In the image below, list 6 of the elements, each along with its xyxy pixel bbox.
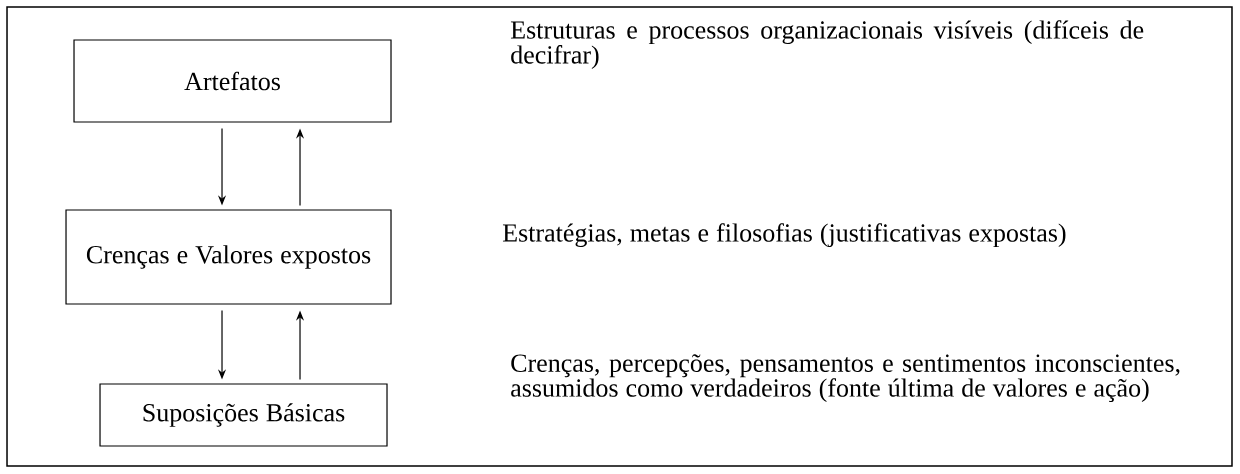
process-box: Crenças e Valores expostos xyxy=(65,209,392,305)
process-box: Artefatos xyxy=(73,39,392,123)
description-text: Crenças, percepções, pensamentos e sentimentos inconscientes, assumidos como verdadeiros (fonte última de valores e ação) xyxy=(511,354,1180,403)
process-box: Suposições Básicas xyxy=(99,383,388,447)
description-text: Estratégias, metas e filosofias (justificativas expostas) xyxy=(502,223,1066,248)
description-text: Estruturas e processos organizacionais visíveis (difíceis de decifrar) xyxy=(510,20,1144,69)
